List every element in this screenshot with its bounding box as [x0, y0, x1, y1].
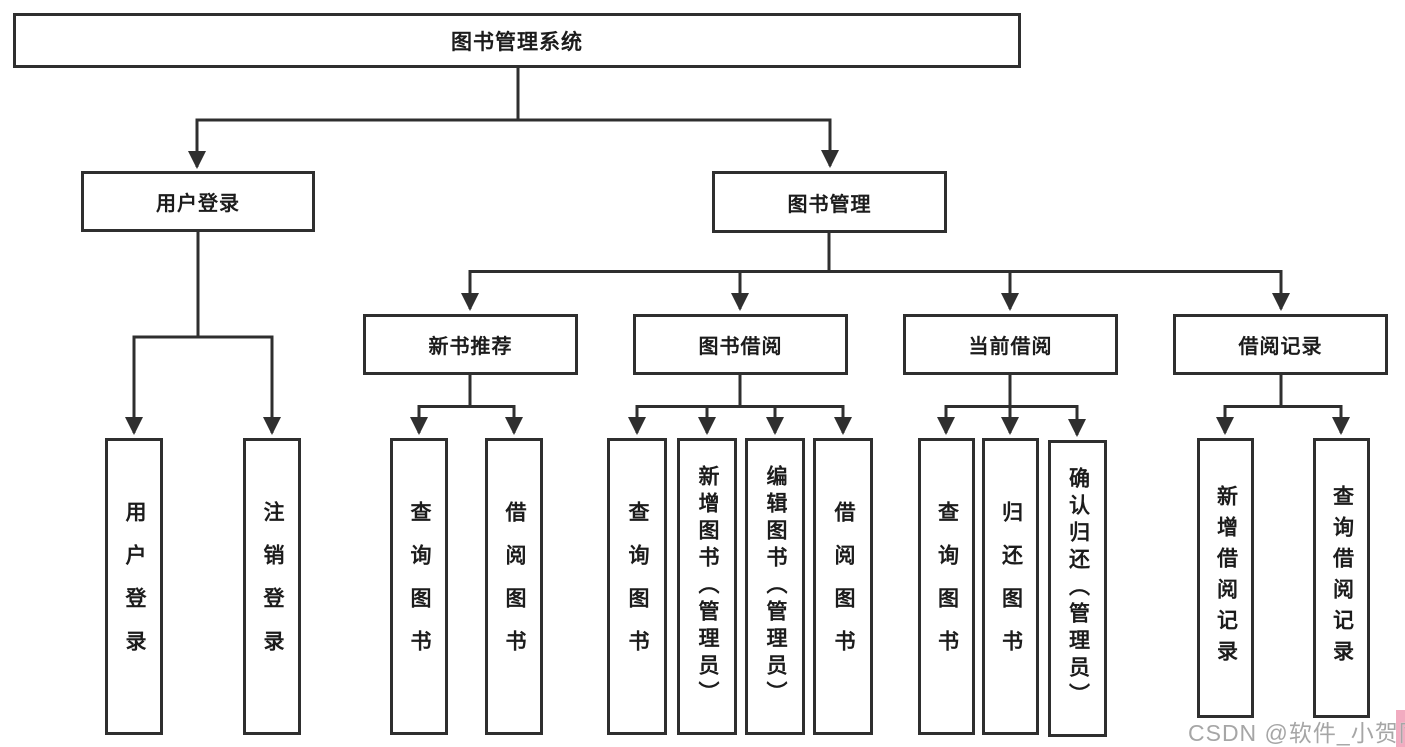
node-leaf-nbr-query-book: 查询图书: [390, 438, 448, 735]
node-leaf-bb-edit-book-admin: 编辑图书（管理员）: [745, 438, 805, 735]
node-leaf-br-add-record: 新增借阅记录: [1197, 438, 1254, 718]
node-book-borrow: 图书借阅: [633, 314, 848, 375]
connector-new-book-rec-children: [410, 374, 523, 435]
connector-borrow-records-children: [1216, 374, 1350, 435]
node-user-login: 用户登录: [81, 171, 315, 232]
watermark-text: CSDN @软件_小贺同学: [1188, 720, 1405, 746]
connector-current-borrow-children: [937, 374, 1086, 437]
node-leaf-bb-borrow-book: 借阅图书: [813, 438, 873, 735]
connector-book-borrow-children: [628, 374, 852, 435]
node-leaf-cb-query-book: 查询图书: [918, 438, 975, 735]
node-root-library-system: 图书管理系统: [13, 13, 1021, 68]
node-leaf-bb-query-book: 查询图书: [607, 438, 667, 735]
node-current-borrow: 当前借阅: [903, 314, 1118, 375]
node-leaf-cb-return-book: 归还图书: [982, 438, 1039, 735]
node-leaf-user-login: 用户登录: [105, 438, 163, 735]
node-borrow-records: 借阅记录: [1173, 314, 1388, 375]
node-leaf-cb-confirm-return-admin: 确认归还（管理员）: [1048, 440, 1107, 737]
node-new-book-rec: 新书推荐: [363, 314, 578, 375]
node-leaf-bb-add-book-admin: 新增图书（管理员）: [677, 438, 737, 735]
connector-root-to-level2: [188, 66, 839, 169]
node-leaf-logout: 注销登录: [243, 438, 301, 735]
connector-book-mgmt-children: [461, 232, 1290, 311]
watermark-accent-bar: [1396, 710, 1405, 747]
node-leaf-nbr-borrow-book: 借阅图书: [485, 438, 543, 735]
node-leaf-br-query-record: 查询借阅记录: [1313, 438, 1370, 718]
connector-user-login-children: [125, 231, 281, 435]
node-book-mgmt: 图书管理: [712, 171, 947, 233]
